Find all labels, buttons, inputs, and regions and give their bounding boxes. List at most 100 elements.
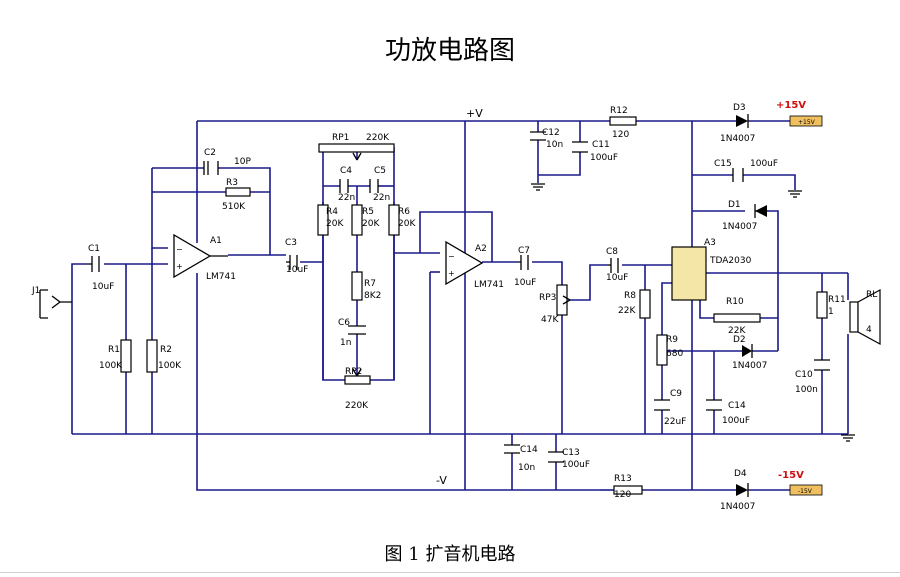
vplus-label: +V (466, 107, 483, 120)
rp1-value: 220K (366, 133, 390, 143)
r3-value: 510K (222, 202, 246, 212)
r12-label: R12 (610, 106, 628, 116)
c5-value: 22n (373, 193, 390, 203)
c14b-label: C14 (728, 401, 746, 411)
figure-caption: 图 1 扩音机电路 (384, 544, 516, 565)
r10-label: R10 (726, 297, 744, 307)
r4-value: 20K (326, 219, 344, 229)
r12-value: 120 (612, 130, 629, 140)
d1-part: 1N4007 (722, 222, 757, 232)
rp3-label: RP3 (539, 293, 556, 303)
a3-label: A3 (704, 238, 716, 248)
c1-label: C1 (88, 244, 100, 254)
rp2-value: 220K (345, 401, 369, 411)
r3-label: R3 (226, 178, 238, 188)
c3-value: 10uF (286, 265, 308, 275)
r6-label: R6 (398, 207, 410, 217)
r7-label: R7 (364, 279, 376, 289)
r9-label: R9 (666, 335, 678, 345)
neg15-box-text: -15V (798, 488, 813, 495)
ic-a3 (671, 246, 707, 301)
c3-label: C3 (285, 238, 297, 248)
component-labels: +V -V +15V +15V -15V -15V J1 C1 10uF R1 … (31, 100, 877, 512)
c12-label: C12 (542, 128, 560, 138)
d4-label: D4 (734, 469, 747, 479)
page-title: 功放电路图 (384, 36, 515, 66)
c13-value: 100uF (562, 460, 590, 470)
r5-label: R5 (362, 207, 374, 217)
opamp-a2: − + (445, 240, 484, 286)
svg-text:−: − (176, 245, 183, 254)
c15-label: C15 (714, 159, 732, 169)
c1-value: 10uF (92, 282, 114, 292)
r10-value: 22K (728, 326, 746, 336)
ground-icon (531, 183, 855, 442)
c2-label: C2 (204, 148, 216, 158)
c9-value: 22uF (664, 417, 686, 427)
c5-label: C5 (374, 166, 386, 176)
a1-part: LM741 (206, 272, 236, 282)
c9-label: C9 (670, 389, 682, 399)
svg-text:−: − (448, 252, 455, 261)
c7-label: C7 (518, 246, 530, 256)
rp2-label: RP2 (345, 367, 362, 377)
r9-value: 680 (666, 349, 683, 359)
d1-label: D1 (728, 200, 741, 210)
neg15-label: -15V (778, 470, 804, 481)
c2-value: 10P (234, 157, 251, 167)
input-jack-icon (39, 289, 72, 319)
resistors (120, 116, 828, 495)
a3-part: TDA2030 (709, 256, 752, 266)
r8-label: R8 (624, 291, 636, 301)
supply-terminals (789, 115, 823, 496)
c8-label: C8 (606, 247, 618, 257)
pos15-label: +15V (776, 100, 806, 111)
r7-value: 8K2 (364, 291, 381, 301)
c11-label: C11 (592, 140, 610, 150)
c4-label: C4 (340, 166, 352, 176)
r8-value: 22K (618, 306, 636, 316)
wires (71, 120, 849, 491)
vminus-label: -V (436, 474, 447, 487)
d3-part: 1N4007 (720, 134, 755, 144)
speaker-icon (849, 288, 881, 346)
r1-value: 100K (99, 361, 123, 371)
c7-value: 10uF (514, 278, 536, 288)
c11-value: 100uF (590, 153, 618, 163)
a2-label: A2 (475, 244, 487, 254)
c6-label: C6 (338, 318, 350, 328)
r4-label: R4 (326, 207, 338, 217)
c14-value: 10n (518, 463, 535, 473)
potentiometer-wipers (352, 152, 571, 377)
r11-value: 1 (828, 307, 834, 317)
c10-label: C10 (795, 370, 813, 380)
c10-value: 100n (795, 385, 818, 395)
pos15-box-text: +15V (798, 119, 816, 126)
bottom-divider (0, 572, 900, 573)
r2-label: R2 (160, 345, 172, 355)
r13-value: 120 (614, 490, 631, 500)
a2-part: LM741 (474, 280, 504, 290)
r1-label: R1 (108, 345, 120, 355)
rl-label: RL (866, 290, 877, 300)
diodes (736, 114, 767, 497)
d3-label: D3 (733, 103, 746, 113)
opamp-a1: − + (173, 233, 228, 279)
d2-part: 1N4007 (732, 361, 767, 371)
r11-label: R11 (828, 295, 846, 305)
capacitors (88, 131, 830, 463)
r2-value: 100K (158, 361, 182, 371)
c8-value: 10uF (606, 273, 628, 283)
svg-text:+: + (176, 262, 183, 271)
rl-value: 4 (866, 325, 872, 335)
d2-label: D2 (733, 335, 746, 345)
rp1-label: RP1 (332, 133, 349, 143)
r5-value: 20K (362, 219, 380, 229)
c14-label: C14 (520, 445, 538, 455)
a1-label: A1 (210, 236, 222, 246)
r13-label: R13 (614, 474, 632, 484)
c14b-value: 100uF (722, 416, 750, 426)
d4-part: 1N4007 (720, 502, 755, 512)
j1-label: J1 (31, 286, 40, 296)
